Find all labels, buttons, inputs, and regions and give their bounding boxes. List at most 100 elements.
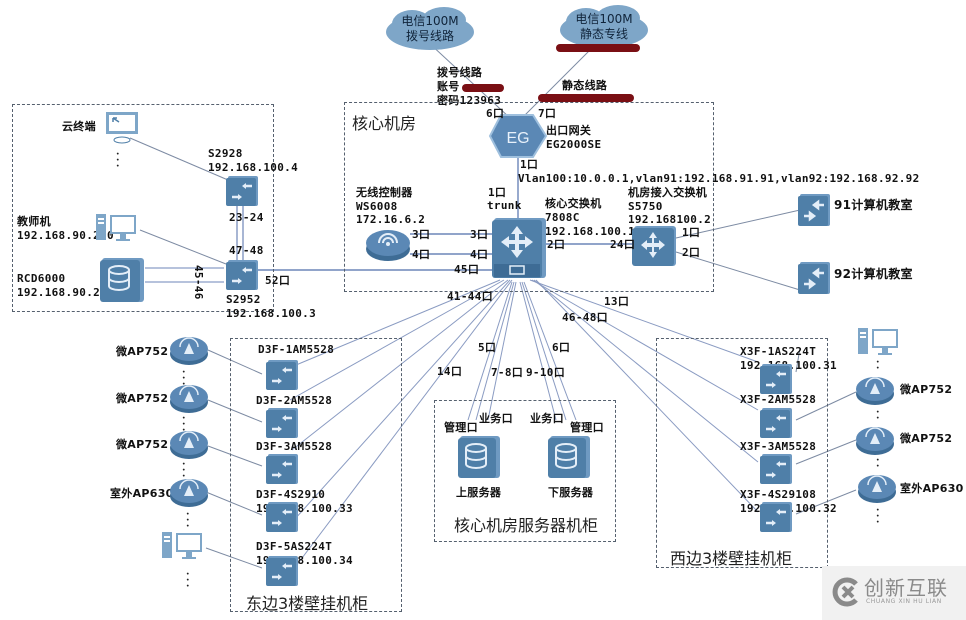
east-switch-4-name: D3F-4S2910 bbox=[256, 488, 326, 501]
west-switch-2-icon[interactable] bbox=[758, 406, 794, 440]
core-port-5: 5口 bbox=[478, 341, 497, 354]
east-ap-1-icon[interactable] bbox=[168, 332, 210, 368]
core-room-title: 核心机房 bbox=[352, 114, 417, 133]
west-ap-2-icon[interactable] bbox=[854, 422, 896, 458]
west-ap-3-icon[interactable] bbox=[856, 470, 898, 506]
wireless-controller-icon[interactable] bbox=[364, 223, 412, 263]
s2952-ports-rcd: 45-46 bbox=[192, 265, 205, 300]
redacted-bar bbox=[462, 84, 504, 92]
rcd-name: RCD6000 bbox=[17, 272, 66, 285]
west-cabinet-box bbox=[656, 338, 828, 568]
west-switch-4-icon[interactable] bbox=[758, 500, 794, 534]
more-dots: ·· bbox=[876, 455, 880, 472]
s2952-ip: 192.168.100.3 bbox=[226, 307, 316, 320]
teacher-pc-icon[interactable] bbox=[94, 212, 140, 244]
dialup-info-title: 拨号线路 bbox=[437, 66, 483, 79]
west-ap-2-label: 微AP752 bbox=[900, 432, 953, 445]
watermark-subtext: CHUANG XIN HU LIAN bbox=[866, 598, 942, 605]
east-cabinet-title: 东边3楼壁挂机柜 bbox=[246, 594, 369, 613]
upper-server-biz: 业务口 bbox=[479, 412, 513, 425]
brand-logo-icon bbox=[832, 577, 858, 607]
access-switch-icon[interactable] bbox=[630, 224, 678, 268]
core-port-7-8: 7-8口 bbox=[491, 366, 524, 379]
cloud-icon bbox=[386, 7, 474, 50]
west-switch-4-name: X3F-4S29108 bbox=[740, 488, 817, 501]
core-port-45: 45口 bbox=[454, 263, 480, 276]
wire-static bbox=[521, 39, 601, 119]
s2952-ports-up: 47-48 bbox=[229, 244, 264, 257]
east-switch-5-icon[interactable] bbox=[264, 554, 300, 588]
wc-port-3: 3口 bbox=[412, 228, 431, 241]
west-switch-3-name: X3F-3AM5528 bbox=[740, 440, 817, 453]
core-switch-icon[interactable] bbox=[490, 216, 548, 280]
isp-static-cloud: 电信100M 静态专线 bbox=[556, 4, 652, 50]
rcd-server-icon[interactable] bbox=[98, 256, 146, 304]
east-switch-3-icon[interactable] bbox=[264, 452, 300, 486]
east-ap-3-icon[interactable] bbox=[168, 426, 210, 462]
core-port-14: 14口 bbox=[437, 365, 463, 378]
static-info-title: 静态线路 bbox=[562, 79, 608, 92]
isp-dialup-cloud: 电信100M 拨号线路 bbox=[382, 6, 478, 52]
west-switch-3-icon[interactable] bbox=[758, 452, 794, 486]
lab-92-switch-icon[interactable] bbox=[796, 260, 832, 296]
upper-server-mgmt: 管理口 bbox=[444, 421, 478, 434]
more-dots: ·· bbox=[876, 407, 880, 424]
lower-server-mgmt: 管理口 bbox=[570, 421, 604, 434]
east-switch-3-name: D3F-3AM5528 bbox=[256, 440, 333, 453]
core-port-3: 3口 bbox=[470, 228, 489, 241]
cloud-terminal-label: 云终端 bbox=[62, 120, 96, 133]
isp-dialup-label: 电信100M 拨号线路 bbox=[401, 14, 459, 43]
s2952-port-52: 52口 bbox=[265, 274, 291, 287]
s2928-switch-icon[interactable] bbox=[224, 174, 260, 208]
more-dots: ··· bbox=[116, 149, 120, 172]
core-port-4: 4口 bbox=[470, 248, 489, 261]
watermark-text: 创新互联 bbox=[864, 576, 948, 600]
lower-server-biz: 业务口 bbox=[530, 412, 564, 425]
west-switch-1-icon[interactable] bbox=[758, 362, 794, 396]
east-ap-4-icon[interactable] bbox=[168, 474, 210, 510]
more-dots: ·· bbox=[876, 357, 880, 374]
more-dots: ··· bbox=[186, 569, 190, 592]
more-dots: ··· bbox=[182, 367, 186, 390]
west-pc-icon[interactable] bbox=[856, 326, 904, 358]
access-port-24: 24口 bbox=[610, 238, 636, 251]
gateway-port-7: 7口 bbox=[538, 107, 557, 120]
cloud-terminal-icon[interactable] bbox=[104, 110, 140, 146]
core-port-41-44: 41-44口 bbox=[447, 290, 493, 303]
east-switch-5-name: D3F-5AS224T bbox=[256, 540, 333, 553]
core-trunk: trunk bbox=[487, 199, 522, 212]
wc-name: 无线控制器 bbox=[356, 186, 413, 199]
redacted-bar bbox=[538, 94, 634, 102]
east-ap-1-label: 微AP752 bbox=[116, 345, 169, 358]
east-switch-2-icon[interactable] bbox=[264, 406, 300, 440]
wire-dialup bbox=[427, 41, 511, 119]
east-switch-1-icon[interactable] bbox=[264, 358, 300, 392]
dialup-account: 账号 bbox=[437, 80, 460, 93]
east-ap-3-label: 微AP752 bbox=[116, 438, 169, 451]
teacher-ip: 192.168.90.250 bbox=[17, 229, 114, 242]
east-ap-4-label: 室外AP630 bbox=[110, 487, 174, 500]
more-dots: ··· bbox=[182, 459, 186, 482]
lab-91-switch-icon[interactable] bbox=[796, 192, 832, 228]
upper-server-icon[interactable] bbox=[456, 434, 502, 480]
gateway-icon-text: EG bbox=[506, 130, 529, 147]
lower-server-icon[interactable] bbox=[546, 434, 592, 480]
s2952-switch-icon[interactable] bbox=[224, 258, 260, 292]
west-ap-3-label: 室外AP630 bbox=[900, 482, 964, 495]
gateway-port-1: 1口 bbox=[520, 158, 539, 171]
more-dots: ··· bbox=[876, 505, 880, 528]
more-dots: ··· bbox=[182, 413, 186, 436]
more-dots: ··· bbox=[186, 509, 190, 532]
gateway-name: 出口网关 bbox=[546, 124, 592, 137]
core-port-46-48: 46-48口 bbox=[562, 311, 608, 324]
east-switch-4-icon[interactable] bbox=[264, 500, 300, 534]
gateway-eg-icon[interactable]: EG bbox=[488, 113, 548, 159]
core-port-1: 1口 bbox=[488, 186, 507, 199]
left-group-box bbox=[12, 104, 274, 312]
east-ap-2-icon[interactable] bbox=[168, 380, 210, 416]
west-ap-1-icon[interactable] bbox=[854, 372, 896, 408]
east-pc-icon[interactable] bbox=[160, 530, 208, 562]
s2952-model: S2952 bbox=[226, 293, 261, 306]
vlan-info: Vlan100:10.0.0.1,vlan91:192.168.91.91,vl… bbox=[518, 172, 920, 185]
